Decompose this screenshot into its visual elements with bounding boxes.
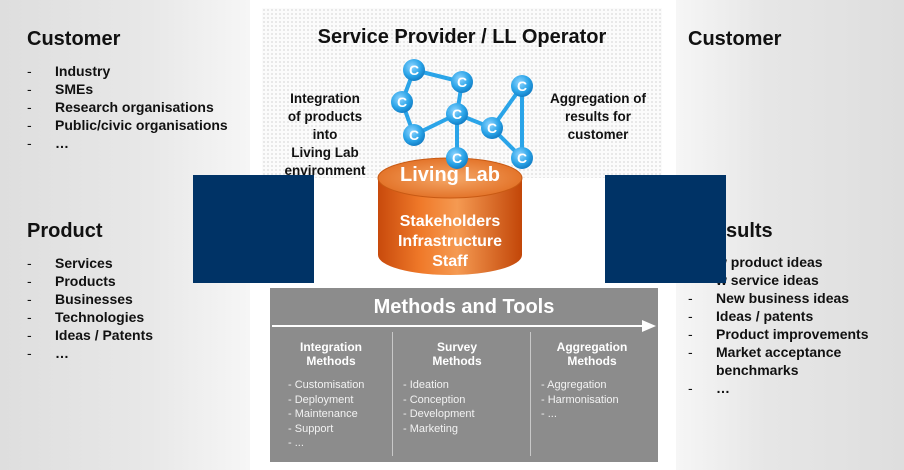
list-item: ... xyxy=(541,407,653,422)
c-node-icon: C xyxy=(446,147,468,169)
list-item: Maintenance xyxy=(288,407,386,422)
c-node-icon: C xyxy=(446,103,468,125)
list-item: Businesses xyxy=(27,290,153,308)
header-line: Methods xyxy=(567,354,617,368)
text-line: Aggregation of xyxy=(550,91,646,106)
methods-and-tools-box: Methods and Tools Integration Methods Cu… xyxy=(270,288,658,462)
list-item: Public/civic organisations xyxy=(27,116,228,134)
results-heading: sults xyxy=(726,220,773,242)
header-line: Aggregation xyxy=(556,340,628,354)
navy-block-right xyxy=(605,175,726,283)
cylinder-icon xyxy=(377,157,523,275)
list-item: Harmonisation xyxy=(541,393,653,408)
svg-text:C: C xyxy=(452,150,462,166)
list-item: Market acceptance benchmarks xyxy=(688,343,888,379)
text-line: Integration xyxy=(290,91,360,106)
list-item: … xyxy=(27,344,153,362)
cylinder-item: Stakeholders xyxy=(399,213,501,230)
c-node-icons: C C C C C C C C C xyxy=(391,59,533,169)
text-line: Living Lab xyxy=(291,145,359,160)
list-item: Ideas / Patents xyxy=(27,326,153,344)
list-item: Products xyxy=(27,272,153,290)
c-node-icon: C xyxy=(451,71,473,93)
right-customer-heading: Customer xyxy=(688,28,782,50)
svg-text:C: C xyxy=(409,62,419,78)
list-item: Ideation xyxy=(403,378,521,393)
header-line: Methods xyxy=(432,354,482,368)
left-customer-list: Industry SMEs Research organisations Pub… xyxy=(27,62,228,152)
text-line: into xyxy=(312,127,338,142)
product-heading: Product xyxy=(27,220,103,242)
aggregation-text: Aggregation of results for customer xyxy=(538,90,658,144)
aggregation-methods-column: Aggregation Methods Aggregation Harmonis… xyxy=(530,332,653,456)
header-line: Survey xyxy=(436,340,478,354)
column-items: Customisation Deployment Maintenance Sup… xyxy=(276,378,386,451)
list-item: Ideas / patents xyxy=(688,307,888,325)
list-item: ... xyxy=(288,436,386,451)
text-line: of products xyxy=(287,109,363,124)
text-line: results for xyxy=(564,109,632,124)
cylinder-item: Staff xyxy=(432,253,468,270)
column-header: Integration Methods xyxy=(276,332,386,368)
c-node-icon: C xyxy=(481,117,503,139)
svg-text:C: C xyxy=(457,74,467,90)
list-item: New business ideas xyxy=(688,289,888,307)
living-lab-label: Living Lab xyxy=(400,164,500,186)
svg-text:C: C xyxy=(517,150,527,166)
list-item: Research organisations xyxy=(27,98,228,116)
list-item: Development xyxy=(403,407,521,422)
list-item: Aggregation xyxy=(541,378,653,393)
center-title: Service Provider / LL Operator xyxy=(317,26,607,48)
navy-block-left xyxy=(193,175,314,283)
survey-methods-column: Survey Methods Ideation Conception Devel… xyxy=(392,332,521,456)
text-line: customer xyxy=(567,127,629,142)
svg-text:C: C xyxy=(517,78,527,94)
list-item: … xyxy=(688,379,888,397)
list-item: Technologies xyxy=(27,308,153,326)
integration-text: Integration of products into Living Lab … xyxy=(270,90,380,180)
list-item: Product improvements xyxy=(688,325,888,343)
header-line: Integration xyxy=(300,340,362,354)
list-item: Marketing xyxy=(403,422,521,437)
list-item: Customisation xyxy=(288,378,386,393)
left-customer-heading: Customer xyxy=(27,28,121,50)
svg-text:C: C xyxy=(487,120,497,136)
svg-text:C: C xyxy=(409,127,419,143)
list-item: Services xyxy=(27,254,153,272)
cylinder-item: Infrastructure xyxy=(397,233,503,250)
center-dotted-panel xyxy=(262,8,662,178)
product-list: Services Products Businesses Technologie… xyxy=(27,254,153,362)
living-lab-graphic: C C C C C C C C C xyxy=(377,59,533,275)
c-node-icon: C xyxy=(511,75,533,97)
list-item: Support xyxy=(288,422,386,437)
list-item: Industry xyxy=(27,62,228,80)
results-list: w product ideas w service ideas New busi… xyxy=(688,253,888,397)
c-node-icon: C xyxy=(391,91,413,113)
text-line: environment xyxy=(284,163,366,178)
list-item: … xyxy=(27,134,228,152)
column-header: Survey Methods xyxy=(393,332,521,368)
column-header: Aggregation Methods xyxy=(531,332,653,368)
header-line: Methods xyxy=(306,354,356,368)
list-item: Conception xyxy=(403,393,521,408)
methods-title: Methods and Tools xyxy=(373,296,555,318)
list-item: SMEs xyxy=(27,80,228,98)
integration-methods-column: Integration Methods Customisation Deploy… xyxy=(276,332,386,456)
arrow-right-icon xyxy=(272,320,656,332)
svg-text:C: C xyxy=(397,94,407,110)
column-items: Ideation Conception Development Marketin… xyxy=(393,378,521,436)
cylinder-items: Stakeholders Infrastructure Staff xyxy=(378,212,522,272)
c-node-icon: C xyxy=(403,59,425,81)
list-item: Deployment xyxy=(288,393,386,408)
c-node-icon: C xyxy=(511,147,533,169)
column-items: Aggregation Harmonisation ... xyxy=(531,378,653,422)
svg-text:C: C xyxy=(452,106,462,122)
c-node-icon: C xyxy=(403,124,425,146)
